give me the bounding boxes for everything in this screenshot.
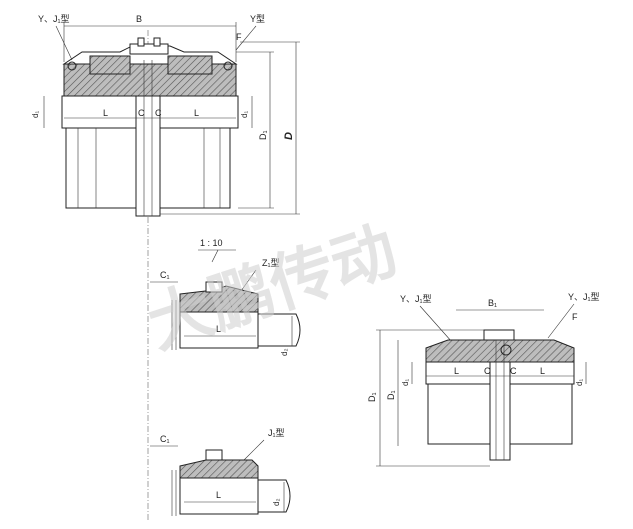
label-C-right: C — [155, 108, 162, 118]
seal-ring-left — [67, 61, 77, 71]
br-bolt-plate — [483, 329, 515, 341]
z1-hub-body — [179, 311, 259, 349]
label-d1-br-right: d₁ — [575, 379, 584, 386]
bolt-head-left — [137, 37, 145, 47]
label-d2-mid: d₂ — [280, 348, 289, 356]
label-d1-left: d₁ — [31, 111, 40, 118]
z1-shaft — [258, 313, 301, 347]
watermark: 大鹏传动 — [139, 214, 405, 362]
label-C-br-left: C — [484, 366, 491, 376]
label-C1-bottom: C₁ — [160, 434, 170, 444]
label-D1: D₁ — [258, 130, 268, 140]
label-F-top: F — [236, 32, 242, 42]
label-top-right-type: Y型 — [250, 14, 265, 24]
main-coupling-view: L C C L B Y、J₁型 Y型 F d₁ d₁ D₁ D — [31, 14, 300, 520]
br-right-hub — [509, 383, 573, 445]
label-F-br: F — [572, 312, 578, 322]
br-seal-ring — [500, 344, 512, 356]
left-flange-section — [89, 55, 131, 75]
right-flange-section — [167, 55, 213, 75]
label-taper: 1 : 10 — [200, 238, 223, 248]
seal-ring-right — [223, 61, 233, 71]
right-hub — [159, 127, 231, 209]
label-L-left: L — [103, 108, 108, 118]
label-L-br-right: L — [540, 366, 545, 376]
left-hub — [65, 127, 137, 209]
label-d1-br-left: d₁ — [401, 379, 410, 386]
label-D1-br: D₁ — [386, 390, 396, 400]
label-L-br-left: L — [454, 366, 459, 376]
label-br-right-type: Y、J₁型 — [568, 292, 600, 302]
br-left-hub — [427, 383, 491, 445]
center-gap — [135, 95, 161, 217]
z1-taper-view: 1 : 10 Z₁型 C₁ L d₂ — [150, 238, 301, 356]
label-d1-right: d₁ — [240, 111, 249, 118]
label-B: B — [136, 14, 142, 24]
bottom-right-coupling-view: Y、J₁型 B₁ Y、J₁型 F L C C L d₁ d₁ D₁ D₁ — [367, 292, 600, 467]
br-sleeve-section — [425, 339, 575, 363]
label-L-mid: L — [216, 324, 221, 334]
label-d2-bottom: d₂ — [272, 498, 281, 506]
label-L-right: L — [194, 108, 199, 118]
label-C1-mid: C₁ — [160, 270, 170, 280]
label-br-left-type: Y、J₁型 — [400, 294, 432, 304]
label-B1: B₁ — [488, 298, 497, 308]
label-C-br-right: C — [510, 366, 517, 376]
bolt-head-right — [153, 37, 161, 47]
label-j1-type: J₁型 — [268, 428, 285, 438]
label-D-br: D₁ — [367, 392, 377, 402]
j1-hub-body — [179, 477, 259, 515]
j1-hub-section — [179, 459, 259, 479]
br-center-gap — [489, 361, 511, 461]
z1-bolt — [205, 281, 223, 293]
label-D: D — [283, 132, 295, 140]
label-z1-type: Z₁型 — [262, 258, 280, 268]
bolt-plate — [129, 43, 169, 55]
label-top-left-type: Y、J₁型 — [38, 14, 70, 24]
j1-view: C₁ J₁型 L d₂ — [150, 428, 291, 516]
j1-shaft — [258, 479, 291, 513]
label-C-left: C — [138, 108, 145, 118]
label-L-bottom: L — [216, 490, 221, 500]
j1-bolt — [205, 449, 223, 461]
